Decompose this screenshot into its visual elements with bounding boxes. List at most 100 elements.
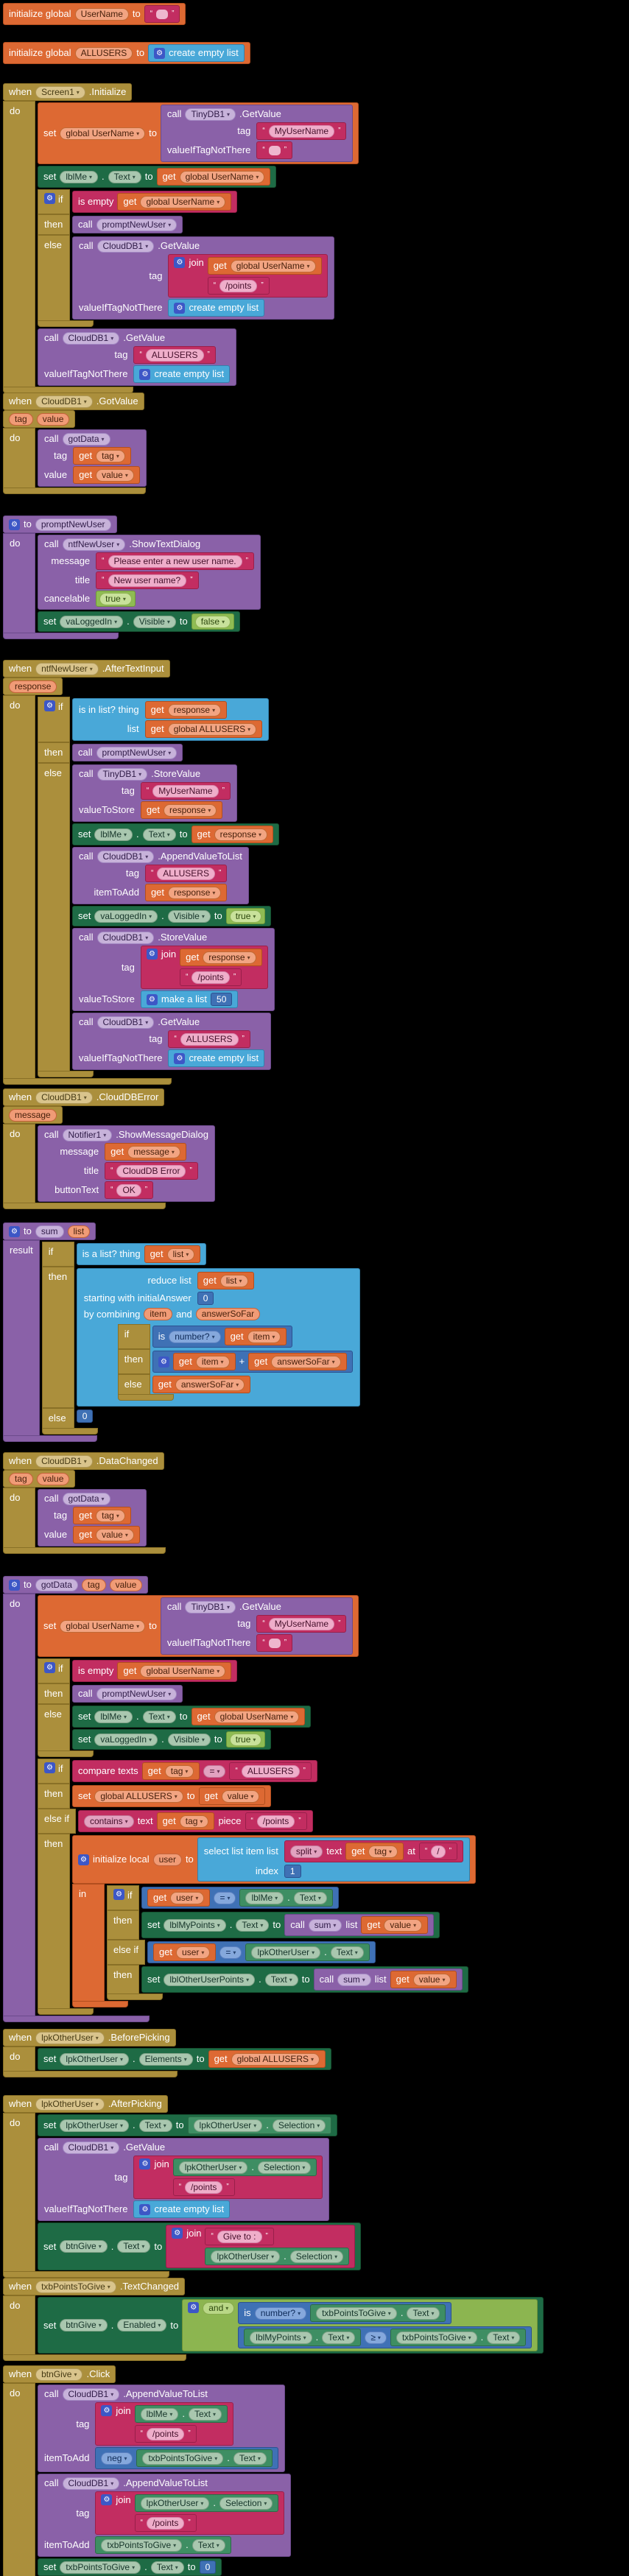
variable-dropdown[interactable]: tag▾ (96, 1509, 125, 1522)
variable-dropdown[interactable]: global UserName▾ (60, 127, 146, 140)
mutator-gear-icon[interactable]: ⚙ (188, 2302, 200, 2313)
component-dropdown[interactable]: vaLoggedIn▾ (94, 909, 158, 923)
component-dropdown[interactable]: lblMe▾ (245, 1891, 284, 1904)
variable-dropdown[interactable]: global UserName▾ (230, 259, 316, 272)
variable-dropdown[interactable]: user▾ (176, 1946, 211, 1959)
variable-dropdown[interactable]: answerSoFar▾ (175, 1378, 245, 1391)
component-dropdown[interactable]: CloudDB1▾ (35, 395, 93, 408)
property-dropdown[interactable]: Selection▾ (272, 2119, 326, 2132)
component-dropdown[interactable]: CloudDB1▾ (62, 331, 120, 345)
component-dropdown[interactable]: lpkOtherUser▾ (178, 2161, 248, 2174)
variable-dropdown[interactable]: value▾ (221, 1790, 260, 1803)
string-value[interactable]: MyUserName (268, 1617, 335, 1630)
mutator-gear-icon[interactable]: ⚙ (146, 949, 158, 960)
procedure-parameter[interactable]: tag (81, 1578, 106, 1591)
component-dropdown[interactable]: lblMe▾ (140, 2407, 179, 2421)
join-block[interactable]: ⚙join“Give to : ”lpkOtherUser▾.Selection… (166, 2225, 356, 2268)
logic-value-block[interactable]: true▾ (225, 908, 266, 924)
text-string-block[interactable]: “/points” (245, 1812, 307, 1830)
component-dropdown[interactable]: txbPointsToGive▾ (142, 2452, 224, 2465)
variable-dropdown[interactable]: response▾ (168, 886, 222, 899)
component-dropdown[interactable]: lpkOtherUser▾ (140, 2496, 210, 2510)
procedure-dropdown[interactable]: promptNewUser▾ (96, 1687, 178, 1700)
component-dropdown[interactable]: CloudDB1▾ (62, 2477, 120, 2490)
string-value[interactable]: OK (116, 1183, 141, 1197)
component-dropdown[interactable]: CloudDB1▾ (35, 1454, 93, 1468)
string-value[interactable]: /points (185, 2181, 223, 2194)
procedure-name[interactable]: promptNewUser (35, 518, 111, 531)
component-dropdown[interactable]: vaLoggedIn▾ (94, 1733, 158, 1746)
component-dropdown[interactable]: CloudDB1▾ (62, 2141, 120, 2154)
text-string-block[interactable]: “ALLUSERS” (133, 346, 216, 364)
property-dropdown[interactable]: Text▾ (236, 1918, 270, 1932)
procedure-name[interactable]: gotData (35, 1578, 78, 1591)
mutator-gear-icon[interactable]: ⚙ (146, 993, 158, 1005)
procedure-dropdown[interactable]: promptNewUser▾ (96, 218, 178, 231)
event-parameter[interactable]: tag (9, 412, 33, 426)
component-dropdown[interactable]: lpkOtherUser▾ (35, 2097, 105, 2111)
string-value[interactable]: New user name? (108, 574, 187, 587)
component-dropdown[interactable]: CloudDB1▾ (96, 931, 155, 944)
empty-string-block[interactable]: “” (256, 1634, 293, 1652)
component-dropdown[interactable]: CloudDB1▾ (96, 1016, 155, 1029)
component-dropdown[interactable]: txbPointsToGive▾ (396, 2331, 477, 2344)
component-dropdown[interactable]: TinyDB1▾ (185, 108, 236, 121)
string-value[interactable]: ALLUSERS (241, 1764, 300, 1778)
logic-value-block[interactable]: false▾ (191, 613, 235, 630)
number-value[interactable]: 50 (211, 993, 233, 1006)
text-string-block[interactable]: “CloudDB Error” (105, 1162, 198, 1180)
component-dropdown[interactable]: lpkOtherUser▾ (211, 2250, 281, 2263)
component-dropdown[interactable]: TinyDB1▾ (185, 1600, 236, 1613)
create-empty-list-block[interactable]: ⚙create empty list (133, 2200, 231, 2218)
property-dropdown[interactable]: Text▾ (191, 2538, 225, 2552)
variable-dropdown[interactable]: item▾ (247, 1330, 281, 1343)
variable-dropdown[interactable]: global ALLUSERS▾ (231, 2052, 320, 2066)
string-value[interactable]: /points (147, 2427, 185, 2440)
text-string-block[interactable]: “OK” (105, 1181, 154, 1199)
variable-dropdown[interactable]: answerSoFar▾ (271, 1355, 341, 1368)
event-parameter[interactable]: response (9, 680, 57, 693)
text-string-block[interactable]: “Give to : ” (205, 2228, 274, 2245)
procedure-dropdown[interactable]: sum▾ (308, 1918, 342, 1932)
mutator-gear-icon[interactable]: ⚙ (139, 2158, 151, 2169)
